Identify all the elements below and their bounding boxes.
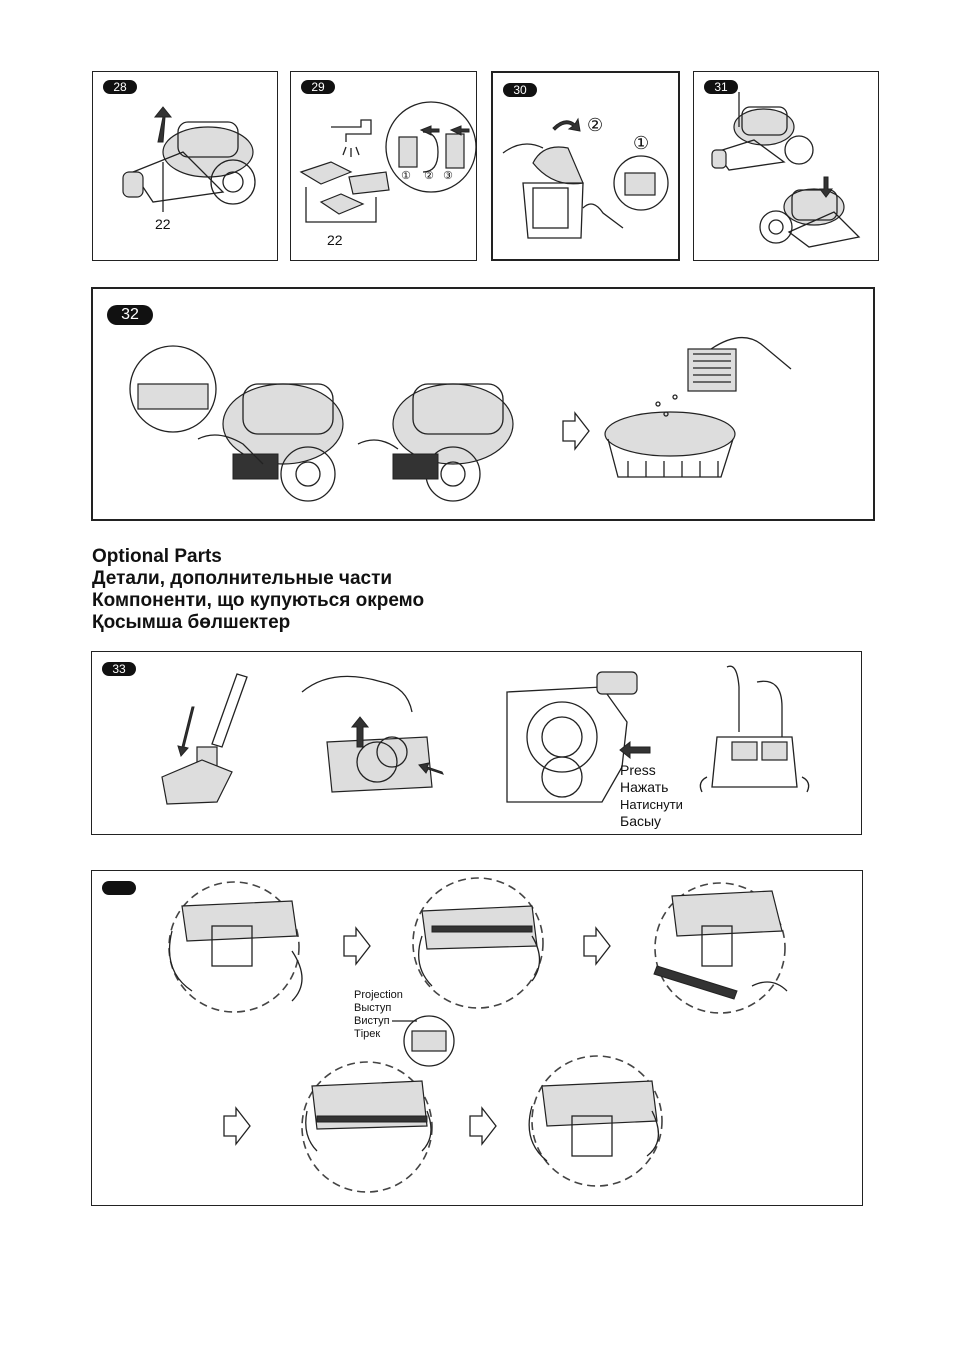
panel-30: 30 ② ① [491, 71, 680, 261]
press-kk: Басыу [620, 813, 683, 830]
heading-line-en: Optional Parts [92, 546, 424, 568]
projection-uk: Виступ [354, 1015, 403, 1028]
projection-en: Projection [354, 989, 403, 1002]
brush-cleaning-illustration [92, 871, 864, 1207]
part-number-label: 22 [327, 232, 343, 248]
heading-line-ru: Детали, дополнительные части [92, 568, 424, 590]
reassemble-illustration [694, 72, 880, 262]
press-en: Press [620, 762, 683, 779]
step-1: ① [401, 170, 411, 183]
panel-29: 29 ① ② ③ 22 [290, 71, 477, 261]
step-1-marker: ① [633, 133, 649, 154]
vacuum-illustration [93, 72, 279, 262]
press-uk: Натиснути [620, 796, 683, 813]
panel-33: 33 Press Нажать Натиснути Басыу [91, 651, 862, 835]
heading-line-kk: Қосымша бөлшектер [92, 612, 424, 634]
panel-28: 28 22 [92, 71, 278, 261]
press-ru: Нажать [620, 779, 683, 796]
step-2: ② [424, 170, 434, 183]
heading-line-uk: Компоненти, що купуються окремо [92, 590, 424, 612]
dust-bin-illustration [493, 73, 682, 263]
filter-wash-illustration [291, 72, 478, 262]
panel-32: 32 [91, 287, 875, 521]
turbo-brush-illustration [92, 652, 863, 836]
panel-31: 31 [693, 71, 879, 261]
panel-34: Projection Выступ Виступ Тірек [91, 870, 863, 1206]
projection-ru: Выступ [354, 1002, 403, 1015]
part-number-label: 22 [155, 216, 171, 232]
optional-parts-heading: Optional Parts Детали, дополнительные ча… [92, 546, 424, 634]
projection-kk: Тірек [354, 1028, 403, 1041]
press-instruction: Press Нажать Натиснути Басыу [620, 762, 683, 830]
step-2-marker: ② [587, 115, 603, 136]
step-3: ③ [443, 170, 453, 183]
projection-label: Projection Выступ Виступ Тірек [354, 989, 403, 1041]
filter-removal-illustration [93, 289, 877, 523]
